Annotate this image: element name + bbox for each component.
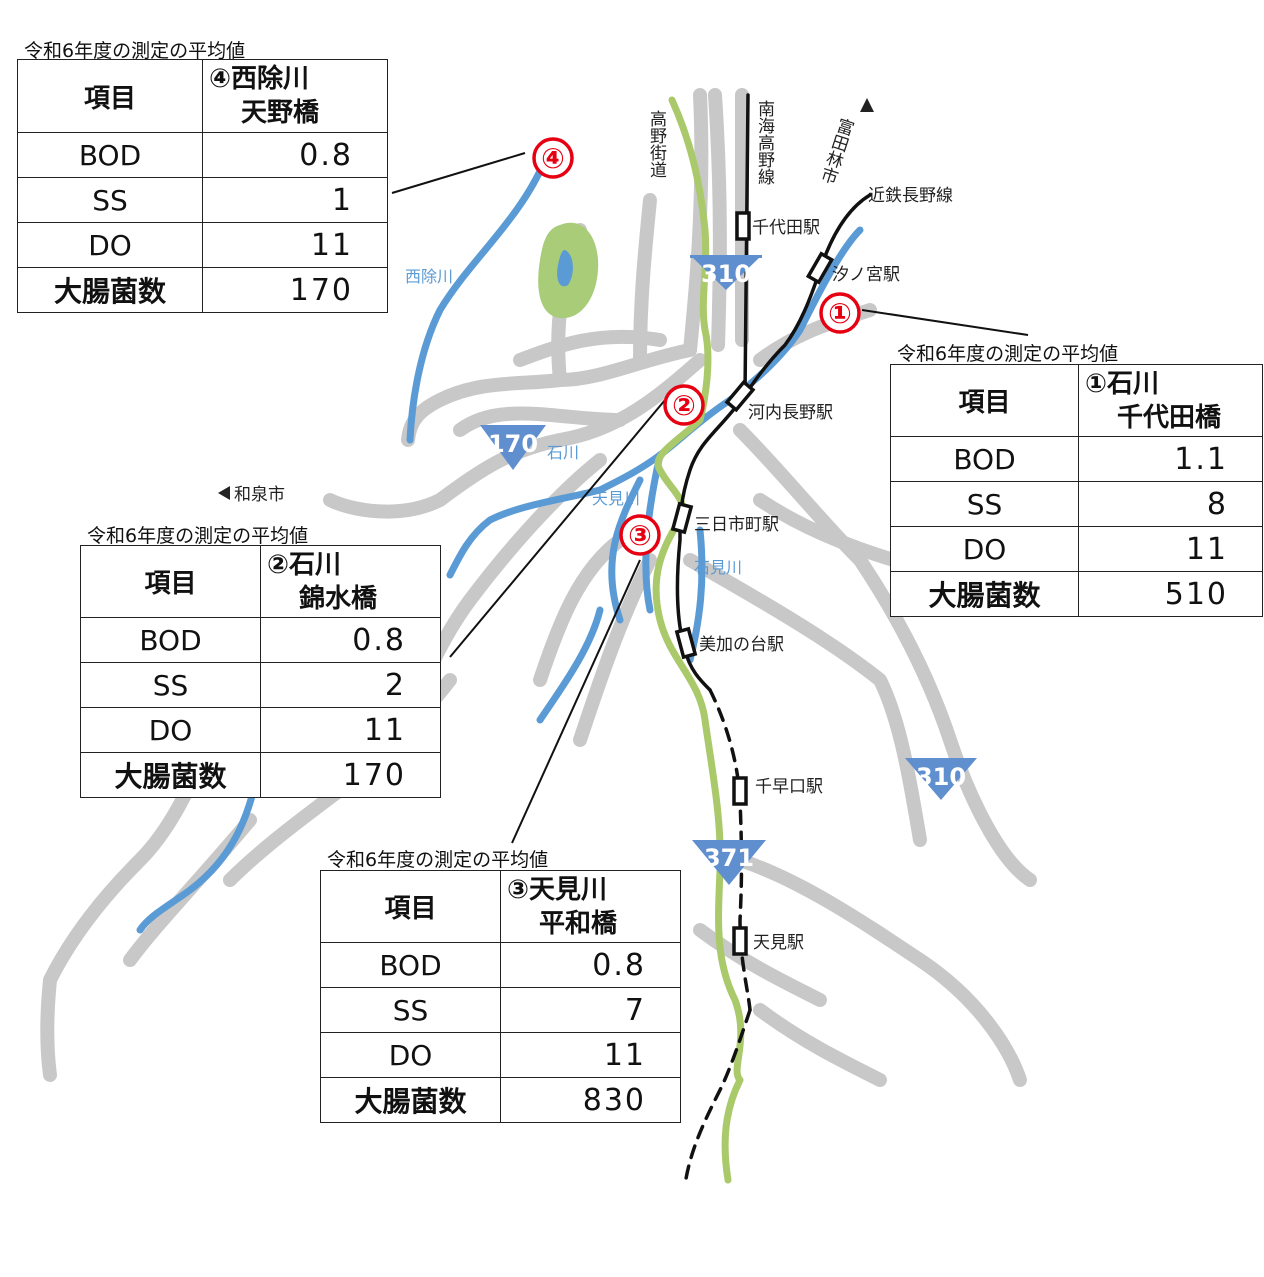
table-2-row-value: 2 bbox=[260, 662, 441, 708]
table-1-row-label: SS bbox=[890, 481, 1079, 527]
koya-kaido-line bbox=[652, 96, 745, 1184]
table-4-row-value: 170 bbox=[202, 267, 388, 313]
table-4-row-value: 11 bbox=[202, 222, 388, 268]
table-4-header-item: 項目 bbox=[17, 59, 203, 133]
marker-4: ④ bbox=[541, 142, 565, 175]
table-4-row-label: SS bbox=[17, 177, 203, 223]
table-1-row-label: 大腸菌数 bbox=[890, 571, 1079, 617]
table-3-row-value: 11 bbox=[500, 1032, 681, 1078]
tondabayashi-arrow-icon bbox=[860, 98, 874, 112]
table-1-row-value: 8 bbox=[1078, 481, 1263, 527]
table-1-row-label: DO bbox=[890, 526, 1079, 572]
table-3-row-label: DO bbox=[320, 1032, 501, 1078]
table-1-station-line2: 千代田橋 bbox=[1117, 402, 1222, 433]
station-chiyoda: 千代田駅 bbox=[752, 218, 820, 238]
tondabayashi-label: 富田林市 bbox=[815, 115, 856, 186]
table-2-station-line1: ②石川 bbox=[267, 549, 342, 580]
table-3-station-line1: ③天見川 bbox=[507, 874, 608, 905]
river-nishiyoke-label: 西除川 bbox=[405, 267, 453, 286]
marker-2: ② bbox=[672, 389, 696, 422]
table-3-header-item: 項目 bbox=[320, 870, 501, 943]
route-310-north: 310 bbox=[701, 260, 751, 288]
table-1-station-line1: ①石川 bbox=[1085, 368, 1160, 399]
table-3-row-label: SS bbox=[320, 987, 501, 1033]
table-4-row-value: 1 bbox=[202, 177, 388, 223]
table-1-header-item: 項目 bbox=[890, 364, 1079, 437]
station-shionomiya: 汐ノ宮駅 bbox=[832, 265, 900, 285]
table-2-row-label: 大腸菌数 bbox=[80, 752, 261, 798]
table-3-station-line2: 平和橋 bbox=[539, 908, 618, 939]
table-1-row-value: 1.1 bbox=[1078, 436, 1263, 482]
nankai-line-label: 南海高野線 bbox=[754, 100, 775, 185]
table-3-station: ③天見川平和橋 bbox=[500, 870, 681, 943]
koya-kaido-label: 高野街道 bbox=[646, 110, 667, 178]
table-4-station: ④西除川天野橋 bbox=[202, 59, 388, 133]
table-2-station: ②石川錦水橋 bbox=[260, 545, 441, 618]
station-amami: 天見駅 bbox=[753, 933, 804, 953]
table-3-row-value: 7 bbox=[500, 987, 681, 1033]
station-chihayaguchi: 千早口駅 bbox=[755, 777, 823, 797]
table-3-caption: 令和6年度の測定の平均値 bbox=[327, 849, 549, 871]
table-1-row-label: BOD bbox=[890, 436, 1079, 482]
table-4-station-line1: ④西除川 bbox=[209, 64, 310, 94]
table-2-station-line2: 錦水橋 bbox=[299, 583, 378, 614]
table-1-caption: 令和6年度の測定の平均値 bbox=[897, 343, 1119, 365]
table-1-station: ①石川千代田橋 bbox=[1078, 364, 1263, 437]
table-3-row-label: 大腸菌数 bbox=[320, 1077, 501, 1123]
river-ishimi-label: 石見川 bbox=[694, 558, 742, 577]
route-170: 170 bbox=[488, 430, 538, 458]
table-2-row-label: DO bbox=[80, 707, 261, 753]
route-shields bbox=[480, 255, 977, 885]
river-amami-label: 天見川 bbox=[592, 489, 640, 508]
table-2-row-label: BOD bbox=[80, 617, 261, 663]
table-3-row-value: 830 bbox=[500, 1077, 681, 1123]
station-mikanodai: 美加の台駅 bbox=[699, 635, 784, 655]
leader-lines bbox=[391, 152, 1029, 844]
table-2-header-item: 項目 bbox=[80, 545, 261, 618]
table-2-caption: 令和6年度の測定の平均値 bbox=[87, 525, 309, 547]
route-310-east: 310 bbox=[916, 763, 966, 791]
table-2-row-label: SS bbox=[80, 662, 261, 708]
station-mikkaichi: 三日市町駅 bbox=[694, 515, 779, 535]
table-3-row-label: BOD bbox=[320, 942, 501, 988]
marker-3: ③ bbox=[628, 519, 652, 552]
izumi-label: 和泉市 bbox=[234, 485, 285, 505]
table-2-row-value: 11 bbox=[260, 707, 441, 753]
table-2-row-value: 170 bbox=[260, 752, 441, 798]
marker-1: ① bbox=[828, 297, 852, 330]
table-4-caption: 令和6年度の測定の平均値 bbox=[24, 40, 246, 62]
station-markers bbox=[532, 137, 861, 556]
table-3-row-value: 0.8 bbox=[500, 942, 681, 988]
table-2-row-value: 0.8 bbox=[260, 617, 441, 663]
table-4-row-label: 大腸菌数 bbox=[17, 267, 203, 313]
station-kawachinagano: 河内長野駅 bbox=[748, 403, 833, 423]
table-4-row-label: BOD bbox=[17, 132, 203, 178]
table-4-station-line2: 天野橋 bbox=[241, 98, 320, 128]
route-371: 371 bbox=[704, 844, 754, 872]
table-4-row-value: 0.8 bbox=[202, 132, 388, 178]
table-1-row-value: 510 bbox=[1078, 571, 1263, 617]
kintetsu-line-label: 近鉄長野線 bbox=[868, 186, 953, 206]
station-boxes bbox=[670, 211, 835, 956]
izumi-arrow-icon bbox=[218, 486, 230, 500]
pond bbox=[557, 250, 573, 287]
river-ishikawa-label: 石川 bbox=[547, 443, 579, 462]
table-4-row-label: DO bbox=[17, 222, 203, 268]
table-1-row-value: 11 bbox=[1078, 526, 1263, 572]
